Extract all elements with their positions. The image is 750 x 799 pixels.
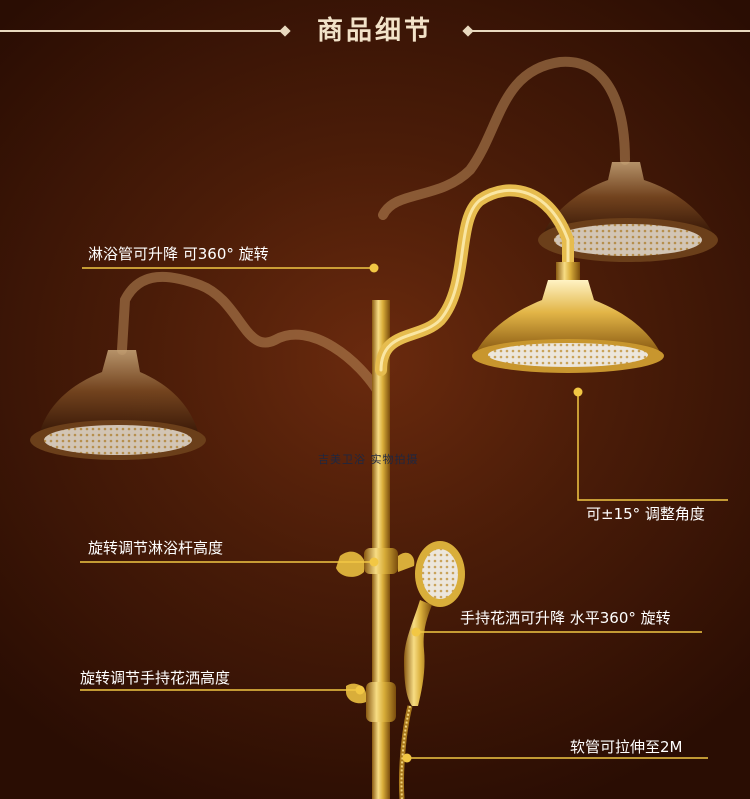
section-header: 商品细节 — [0, 0, 750, 52]
callout-riser-height: 旋转调节淋浴杆高度 — [88, 539, 224, 557]
section-title: 商品细节 — [316, 16, 433, 46]
riser-height-knob — [364, 548, 398, 574]
watermark-text: 吉美卫浴 实物拍摄 — [318, 453, 419, 466]
ghost-shower-arm-left — [117, 271, 385, 400]
callout-dots — [355, 263, 583, 763]
callout-handshower-rotate: 手持花洒可升降 水平360° 旋转 — [460, 609, 671, 627]
callout-hose-length: 软管可拉伸至2M — [570, 738, 683, 756]
handshower-slider — [366, 682, 396, 722]
main-shower-head — [472, 262, 664, 373]
hand-shower — [398, 541, 465, 799]
callout-lines — [80, 267, 728, 759]
ghost-shower-head-left — [30, 350, 206, 460]
ghost-shower-head-right — [538, 162, 718, 262]
ghost-shower-arm-right — [378, 56, 630, 220]
callout-angle-adjust: 可±15° 调整角度 — [586, 505, 705, 523]
callout-lift-rotate: 淋浴管可升降 可360° 旋转 — [88, 245, 269, 263]
header-divider-right — [468, 30, 750, 32]
callout-handshower-height: 旋转调节手持花洒高度 — [80, 669, 231, 687]
header-divider-left — [0, 30, 285, 32]
